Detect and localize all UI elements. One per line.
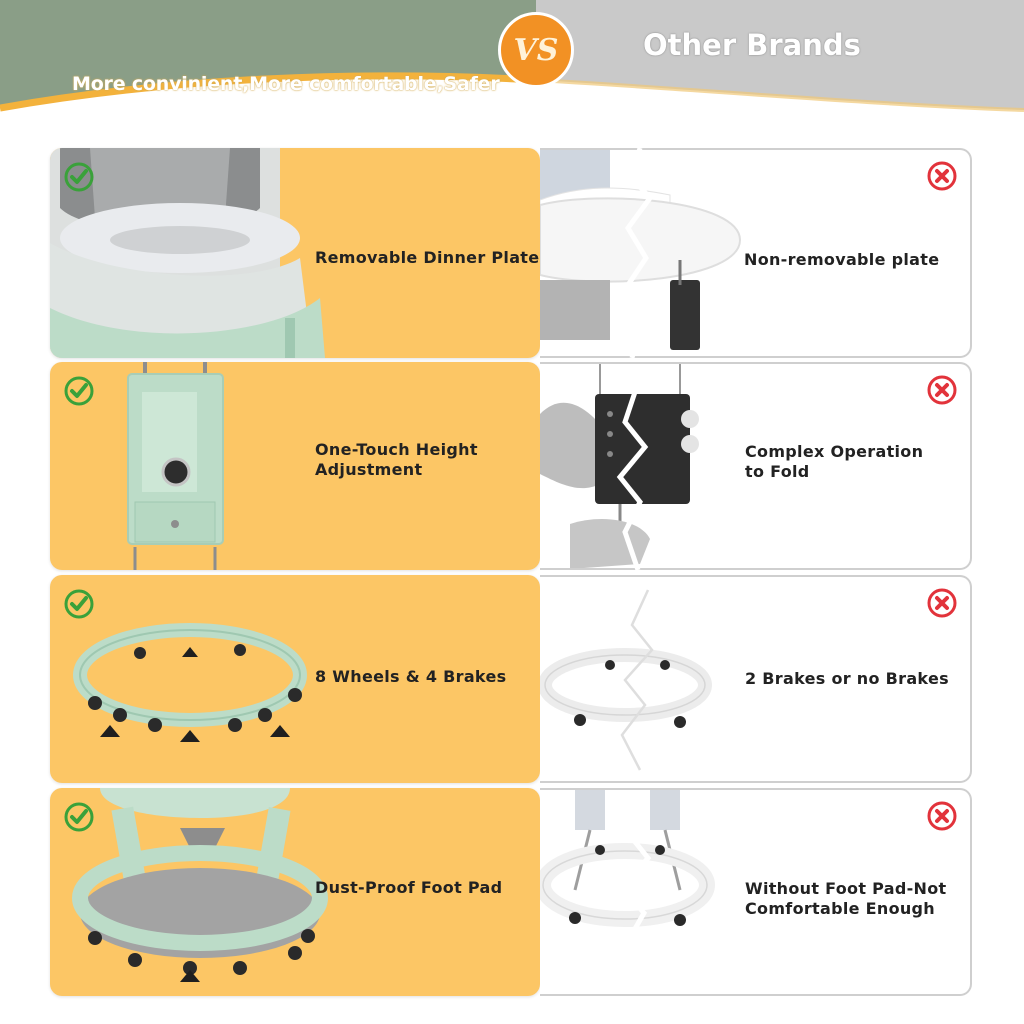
- comparison-row-foot-pad: Dust-Proof Foot Pad Without Foot Pad-Not…: [0, 788, 1024, 996]
- crack-divider: [623, 148, 654, 358]
- other-brands-title: Other Brands: [643, 28, 861, 62]
- x-circle-icon: [927, 161, 957, 191]
- crack-divider: [620, 589, 654, 771]
- theirs-feature-label: Non-removable plate: [744, 250, 940, 269]
- x-circle-icon: [927, 375, 957, 405]
- height-adjust-illustration: [127, 362, 224, 570]
- theirs-panel: Without Foot Pad-Not Comfortable Enough: [540, 788, 972, 996]
- ours-feature-label: Dust-Proof Foot Pad: [315, 878, 503, 897]
- comparison-row-wheels-brakes: 8 Wheels & 4 Brakes 2 Brakes or no Brake…: [0, 575, 1024, 783]
- theirs-panel: Complex Operation to Fold: [540, 362, 972, 570]
- ours-panel: Dust-Proof Foot Pad: [50, 788, 540, 996]
- check-circle-icon: [64, 162, 94, 192]
- no-foot-pad-illustration: [540, 790, 715, 927]
- ours-panel: One-Touch Height Adjustment: [50, 362, 540, 570]
- foot-pad-illustration: [72, 788, 328, 982]
- check-circle-icon: [64, 376, 94, 406]
- theirs-panel: 2 Brakes or no Brakes: [540, 575, 972, 783]
- crack-divider: [616, 391, 649, 570]
- vs-label: VS: [513, 32, 559, 68]
- crack-divider: [618, 797, 652, 989]
- ours-feature-label: One-Touch Height Adjustment: [315, 440, 478, 479]
- comparison-row-dinner-plate: Removable Dinner Plate Non-removable pla…: [0, 148, 1024, 358]
- vs-badge: VS: [498, 12, 574, 88]
- check-circle-icon: [64, 589, 94, 619]
- ours-panel: Removable Dinner Plate: [50, 148, 540, 358]
- header-wave-decoration: [0, 72, 1024, 135]
- plain-wheel-base-illustration: [540, 648, 712, 728]
- theirs-feature-label: 2 Brakes or no Brakes: [745, 669, 949, 688]
- theirs-panel: Non-removable plate: [540, 148, 972, 358]
- x-circle-icon: [927, 801, 957, 831]
- comparison-row-height-adjust: One-Touch Height Adjustment Complex Oper…: [0, 362, 1024, 570]
- wheel-base-illustration: [73, 623, 307, 742]
- tagline: More convinient,More comfortable,Safer: [72, 73, 500, 95]
- theirs-feature-label: Without Foot Pad-Not Comfortable Enough: [745, 879, 947, 918]
- theirs-feature-label: Complex Operation to Fold: [745, 442, 924, 481]
- x-circle-icon: [927, 588, 957, 618]
- comparison-header: More convinient,More comfortable,Safer V…: [0, 0, 1024, 135]
- ours-feature-label: Removable Dinner Plate: [315, 248, 540, 267]
- ours-feature-label: 8 Wheels & 4 Brakes: [315, 667, 507, 686]
- plain-tray-illustration: [540, 150, 742, 350]
- check-circle-icon: [64, 802, 94, 832]
- walker-tray-illustration: [50, 148, 325, 358]
- ours-panel: 8 Wheels & 4 Brakes: [50, 575, 540, 783]
